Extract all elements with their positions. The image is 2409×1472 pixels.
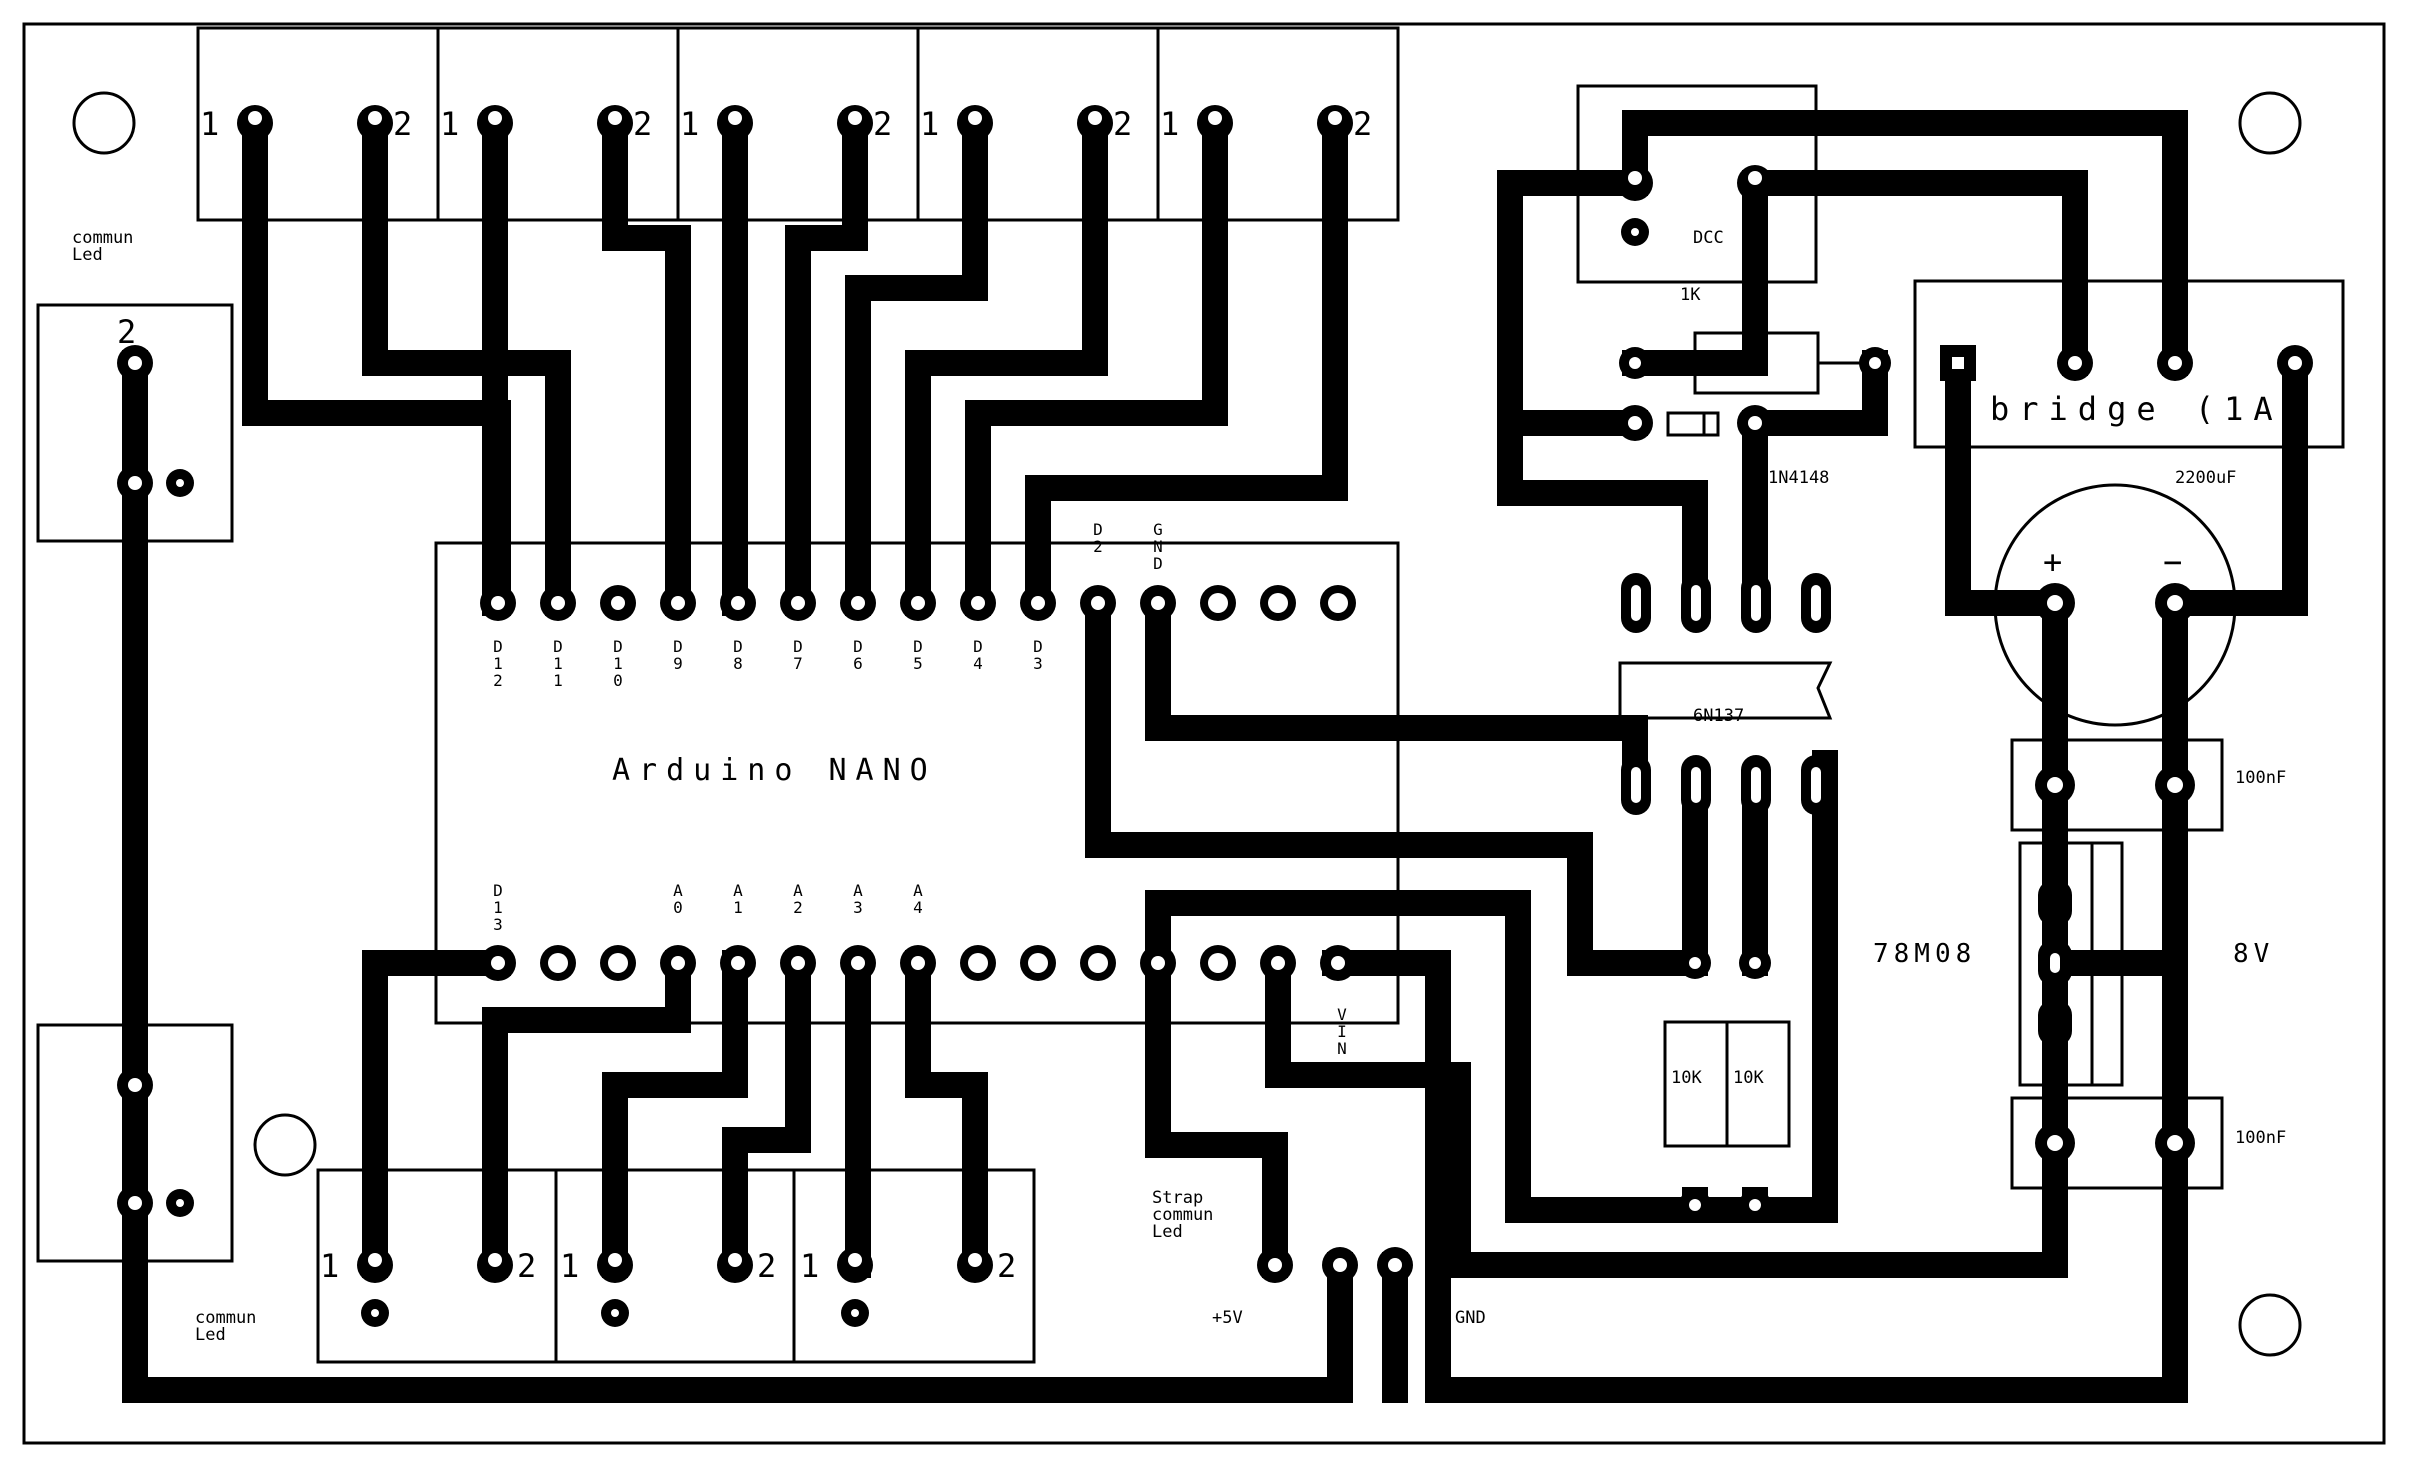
strap-label: Led (1152, 1222, 1183, 1242)
mounting-hole (2238, 91, 2302, 155)
terminal-number: 1 (920, 105, 939, 143)
resistor-10k-label: 10K (1671, 1068, 1702, 1088)
terminal-number: 2 (757, 1247, 776, 1285)
commun-led-label: commun (195, 1308, 256, 1328)
capacitor-100nf-label: 100nF (2235, 768, 2286, 788)
capacitor-100nf-outline (2010, 1096, 2224, 1190)
terminal-number: 1 (800, 1247, 819, 1285)
terminal-number: 1 (560, 1247, 579, 1285)
commun-led-label: commun (72, 228, 133, 248)
resistor-1k-label: 1K (1680, 285, 1701, 305)
diode-label: 1N4148 (1768, 468, 1829, 488)
terminal-number: 2 (1113, 105, 1132, 143)
resistor-10k-label: 10K (1733, 1068, 1764, 1088)
regulator-label: 78M08 (1873, 939, 1976, 969)
terminal-number: 2 (117, 313, 136, 351)
terminal-number: 1 (200, 105, 219, 143)
diode-outline (1666, 411, 1720, 437)
bottom-terminal-numbers: 1 2 1 2 1 2 (320, 1247, 1016, 1285)
optocoupler-outline (1618, 661, 1833, 720)
terminal-number: 2 (873, 105, 892, 143)
board-outline (22, 22, 2386, 1445)
terminal-number: 2 (393, 105, 412, 143)
terminal-number: 1 (320, 1247, 339, 1285)
top-terminal-numbers: 1 2 1 2 1 2 1 2 1 2 (200, 105, 1372, 143)
strap-label: commun (1152, 1205, 1213, 1225)
terminal-number: 1 (680, 105, 699, 143)
top-terminal-blocks (196, 26, 1400, 222)
voltage-label: 8V (2233, 939, 2274, 969)
terminal-number: 2 (1353, 105, 1372, 143)
arduino-label: Arduino NANO (612, 753, 937, 788)
bridge-label: bridge (1A (1990, 390, 2283, 428)
terminal-number: 2 (517, 1247, 536, 1285)
optocoupler-label: 6N137 (1693, 706, 1744, 726)
commun-led-label: Led (195, 1325, 226, 1345)
plus-sign: + (2043, 543, 2062, 581)
terminal-number: 2 (997, 1247, 1016, 1285)
minus-sign: − (2163, 543, 2182, 581)
mounting-hole (2238, 1293, 2302, 1357)
plus5v-label: +5V (1212, 1308, 1243, 1328)
mounting-hole (72, 91, 136, 155)
strap-label: Strap (1152, 1188, 1203, 1208)
capacitor-100nf-label: 100nF (2235, 1128, 2286, 1148)
terminal-number: 2 (633, 105, 652, 143)
terminal-number: 1 (1160, 105, 1179, 143)
solder-pads (117, 105, 2313, 1327)
commun-led-label: Led (72, 245, 103, 265)
capacitor-2200uf-label: 2200uF (2175, 468, 2236, 488)
copper-traces (122, 110, 2308, 1403)
bridge-rectifier-outline (1913, 279, 2345, 449)
mounting-hole (253, 1113, 317, 1177)
resistor-10k-outline (1725, 1020, 1791, 1148)
capacitor-100nf-outline (2010, 738, 2224, 832)
gnd-label: GND (1455, 1308, 1486, 1328)
bottom-terminal-blocks (316, 1168, 1036, 1364)
dcc-label: DCC (1693, 228, 1724, 248)
terminal-number: 1 (440, 105, 459, 143)
